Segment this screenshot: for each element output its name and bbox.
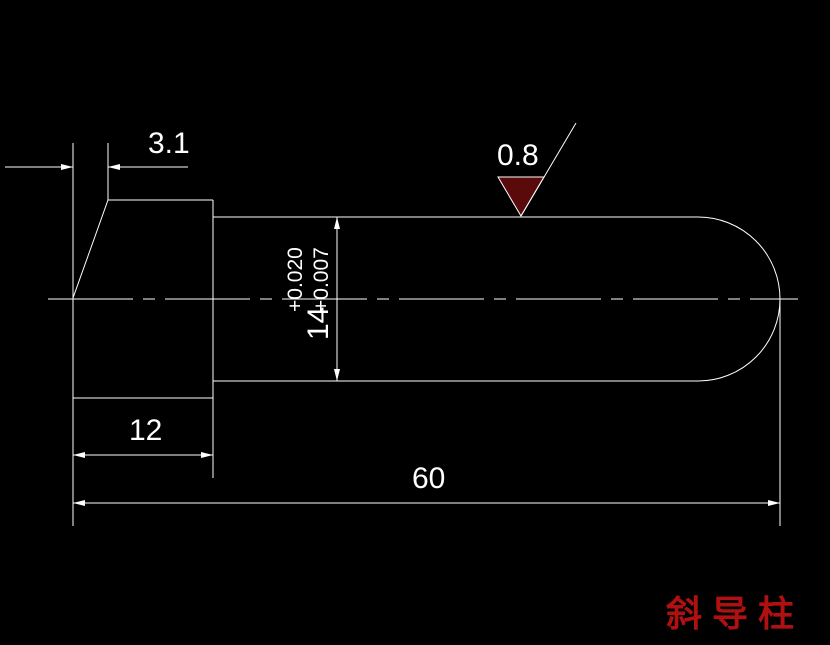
dim-tolerance-lower: +0.007 bbox=[310, 247, 333, 312]
extension-lines bbox=[72, 143, 781, 526]
roughness-label: 0.8 bbox=[497, 139, 539, 172]
roughness-triangle bbox=[497, 176, 545, 217]
dim-total-length-label: 60 bbox=[412, 462, 445, 495]
drawing-title: 斜导柱 bbox=[666, 593, 804, 635]
dim-diameter-text-group: 14 +0.020 +0.007 bbox=[284, 247, 335, 340]
roughness-symbol bbox=[497, 122, 577, 217]
dim-chamfer-label: 3.1 bbox=[148, 127, 190, 160]
roughness-leader bbox=[520, 122, 577, 217]
dim-tolerance-upper: +0.020 bbox=[284, 247, 307, 312]
dim-head-length-label: 12 bbox=[129, 414, 162, 447]
dim-diameter-label: 14 bbox=[302, 307, 335, 340]
